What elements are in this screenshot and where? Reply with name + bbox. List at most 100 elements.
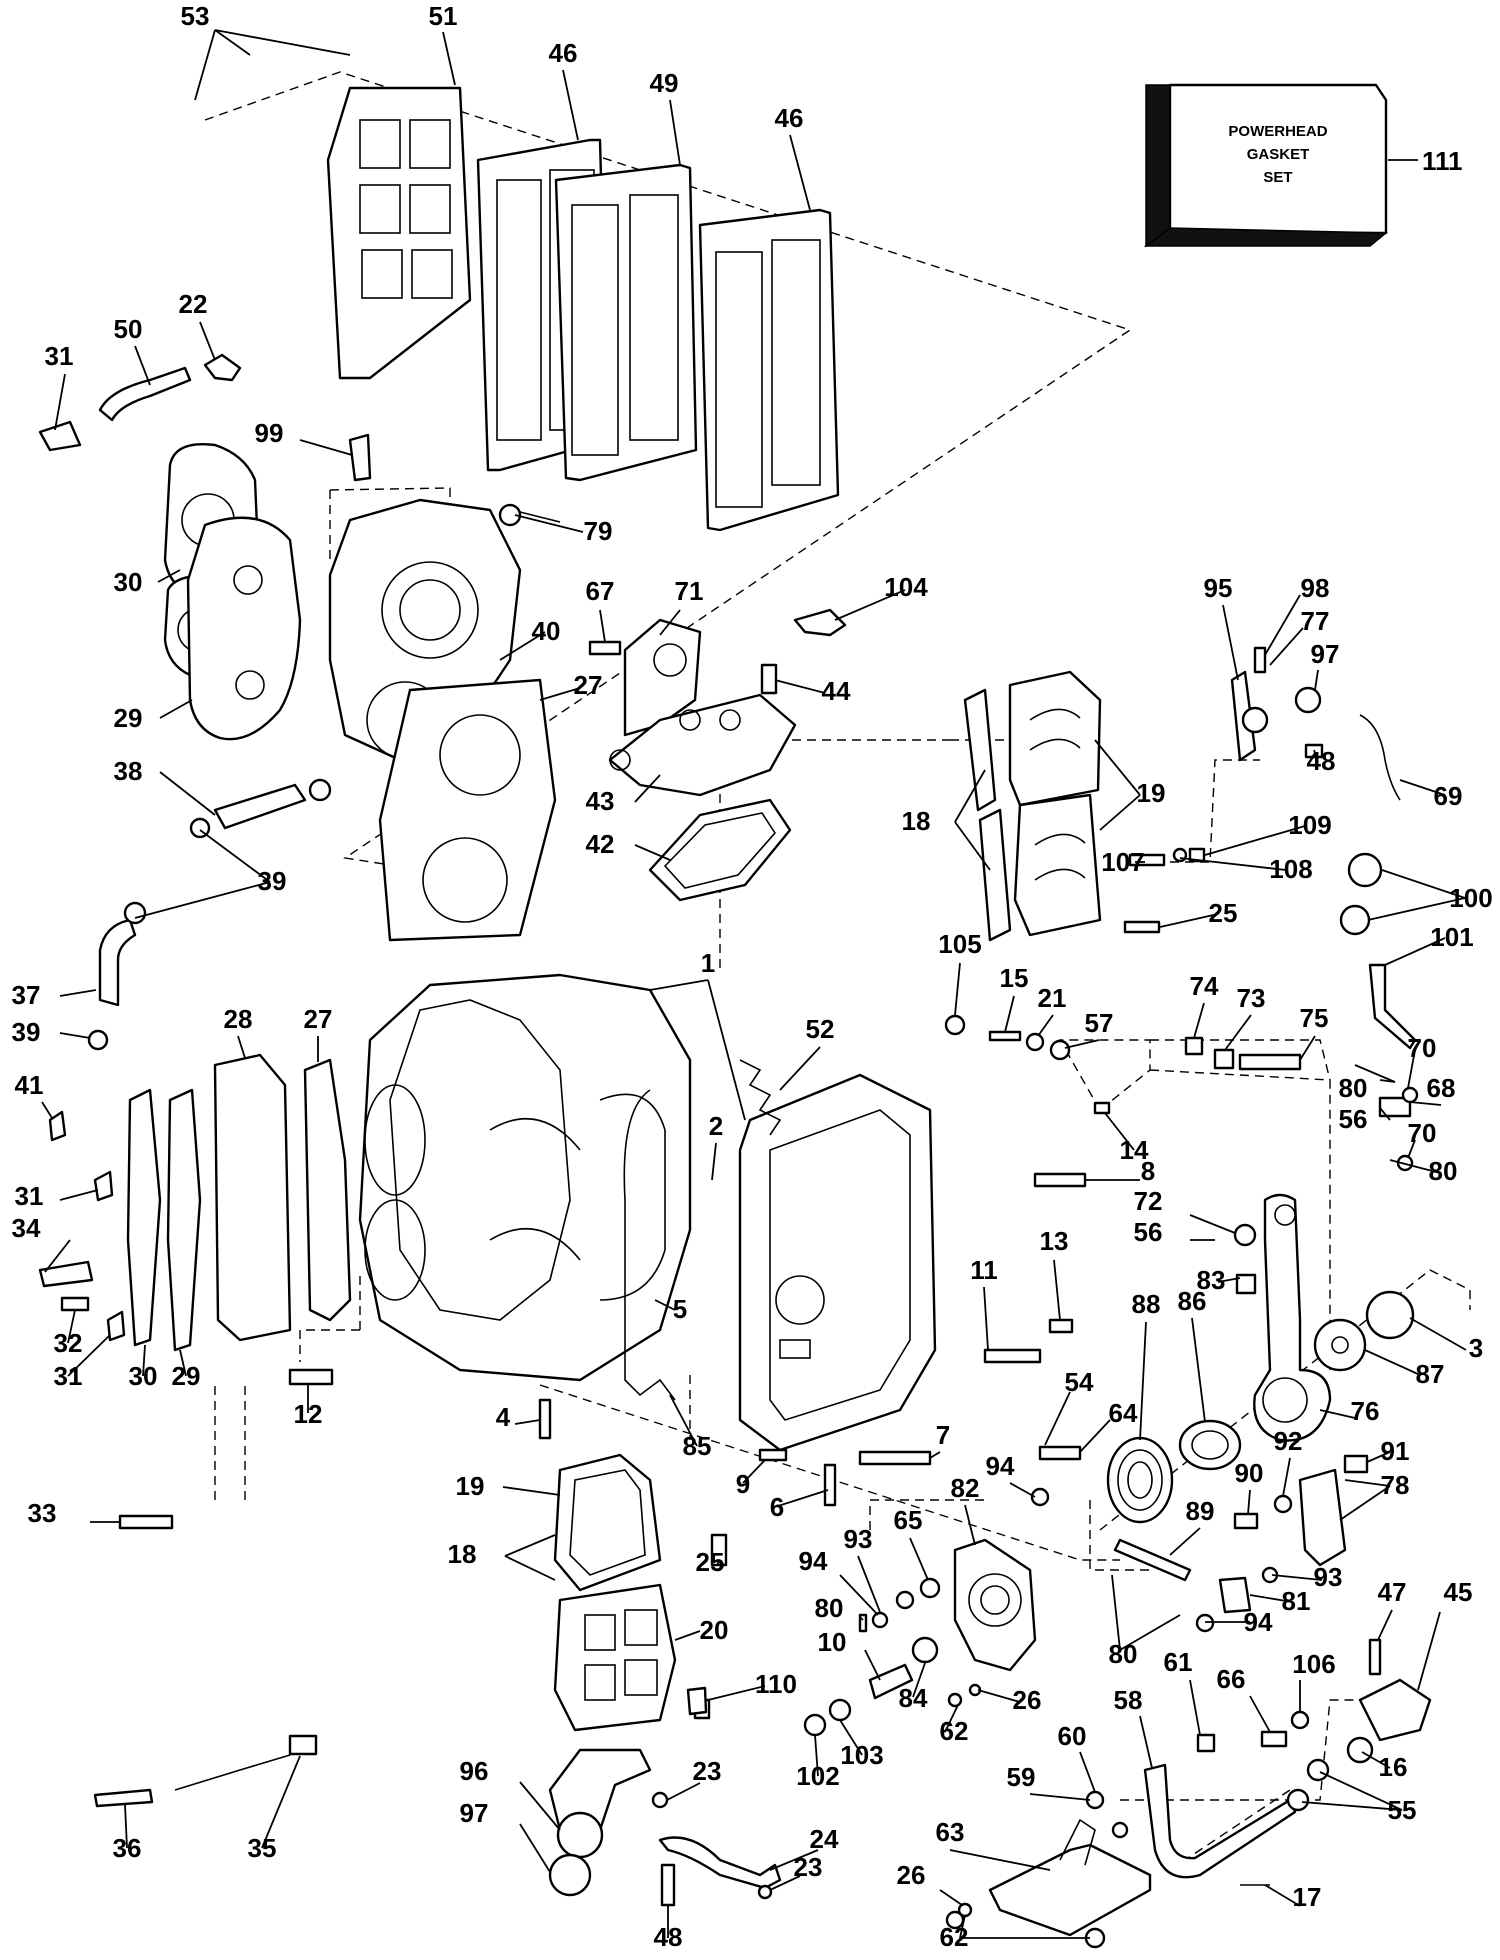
cylinder-gasket-27 — [378, 678, 557, 942]
callout-33: 33 — [28, 1498, 57, 1528]
exhaust-cover-inner — [554, 163, 698, 482]
callout-22: 22 — [179, 289, 208, 319]
leader-lines — [41, 29, 1467, 1939]
callout-16: 16 — [1379, 1752, 1408, 1782]
callout-5: 5 — [673, 1294, 687, 1324]
callout-66: 66 — [1217, 1664, 1246, 1694]
callout-42: 42 — [586, 829, 615, 859]
bracket-96-cap-97 — [548, 1748, 652, 1897]
throttle-arm-58 — [1143, 1763, 1297, 1879]
callout-96: 96 — [460, 1756, 489, 1786]
callout-93: 93 — [844, 1524, 873, 1554]
sender-35-clip-36 — [93, 1734, 318, 1808]
callout-94: 94 — [1244, 1607, 1273, 1637]
callout-1: 1 — [701, 948, 715, 978]
callout-35: 35 — [248, 1833, 277, 1863]
callout-19: 19 — [456, 1471, 485, 1501]
callout-84: 84 — [899, 1683, 928, 1713]
callout-19: 19 — [1137, 778, 1166, 808]
callout-55: 55 — [1388, 1795, 1417, 1825]
callout-56: 56 — [1134, 1217, 1163, 1247]
throttle-parts-90-91-92-78 — [1113, 1454, 1369, 1633]
callout-44: 44 — [822, 676, 851, 706]
callout-54: 54 — [1065, 1367, 1094, 1397]
washers-87-3 — [1313, 1290, 1415, 1372]
callout-56: 56 — [1339, 1104, 1368, 1134]
lower-right-fasteners — [945, 1638, 1432, 1949]
callout-61: 61 — [1164, 1647, 1193, 1677]
callout-26: 26 — [1013, 1685, 1042, 1715]
callout-4: 4 — [496, 1402, 511, 1432]
callout-17: 17 — [1293, 1882, 1322, 1912]
callout-40: 40 — [532, 616, 561, 646]
callout-21: 21 — [1038, 983, 1067, 1013]
crankcase-half-right — [738, 1073, 937, 1452]
hose-38-39 — [87, 778, 332, 1051]
callout-92: 92 — [1274, 1426, 1303, 1456]
callout-30: 30 — [114, 567, 143, 597]
callout-60: 60 — [1058, 1721, 1087, 1751]
callout-93: 93 — [1314, 1562, 1343, 1592]
callout-58: 58 — [1114, 1685, 1143, 1715]
callout-18: 18 — [902, 806, 931, 836]
hose-and-fittings-upper-left — [38, 353, 561, 527]
callout-101: 101 — [1430, 922, 1473, 952]
callout-80: 80 — [1109, 1639, 1138, 1669]
callout-97: 97 — [1311, 639, 1340, 669]
callout-9: 9 — [736, 1469, 750, 1499]
lower-small-parts-10-84-93-94-65 — [693, 1487, 1050, 1720]
callout-99: 99 — [255, 418, 284, 448]
throttle-lever-76 — [1253, 1193, 1332, 1442]
callout-106: 106 — [1292, 1649, 1335, 1679]
callout-6: 6 — [770, 1492, 784, 1522]
callout-2: 2 — [709, 1111, 723, 1141]
callout-70: 70 — [1408, 1033, 1437, 1063]
callout-72: 72 — [1134, 1186, 1163, 1216]
wire-24-nuts-23-screw-48 — [651, 1686, 782, 1907]
callout-25: 25 — [1209, 898, 1238, 928]
callout-50: 50 — [114, 314, 143, 344]
callout-67: 67 — [586, 576, 615, 606]
reed-fasteners-107-108-109-25 — [1123, 847, 1206, 934]
callout-110: 110 — [755, 1669, 797, 1699]
callout-82: 82 — [951, 1473, 980, 1503]
kit-box-line-1: POWERHEAD — [1228, 123, 1327, 140]
callout-26: 26 — [897, 1860, 926, 1890]
callout-70: 70 — [1408, 1118, 1437, 1148]
callout-3: 3 — [1469, 1333, 1483, 1363]
callout-65: 65 — [894, 1505, 923, 1535]
bushing-86-spring-88 — [1106, 1419, 1242, 1524]
callout-103: 103 — [840, 1740, 883, 1770]
callout-100: 100 — [1449, 883, 1492, 913]
callout-37: 37 — [12, 980, 41, 1010]
callout-62: 62 — [940, 1922, 969, 1952]
carb-mount-82 — [953, 1538, 1037, 1672]
callout-31: 31 — [15, 1181, 44, 1211]
callout-41: 41 — [15, 1070, 44, 1100]
callout-52: 52 — [806, 1014, 835, 1044]
callout-15: 15 — [1000, 963, 1029, 993]
spark-plug-and-fasteners-left — [38, 1110, 837, 1530]
callout-88: 88 — [1132, 1289, 1161, 1319]
callout-11: 11 — [970, 1255, 998, 1285]
callout-38: 38 — [114, 756, 143, 786]
callout-57: 57 — [1085, 1008, 1114, 1038]
callout-90: 90 — [1235, 1458, 1264, 1488]
callout-34: 34 — [12, 1213, 41, 1243]
callout-98: 98 — [1301, 573, 1330, 603]
callout-94: 94 — [799, 1546, 828, 1576]
callout-13: 13 — [1040, 1226, 1069, 1256]
callout-79: 79 — [584, 516, 613, 546]
kit-box-line-2: GASKET — [1247, 146, 1310, 163]
callout-81: 81 — [1282, 1586, 1311, 1616]
linkage-upper-right — [1184, 1036, 1419, 1295]
callout-86: 86 — [1178, 1286, 1207, 1316]
callout-78: 78 — [1381, 1470, 1410, 1500]
reed-plate-upper — [963, 670, 1102, 812]
callout-27: 27 — [574, 670, 603, 700]
callout-28: 28 — [224, 1004, 253, 1034]
exhaust-cover-plate — [326, 86, 472, 380]
callout-107: 107 — [1101, 847, 1144, 877]
callout-30: 30 — [129, 1361, 158, 1391]
